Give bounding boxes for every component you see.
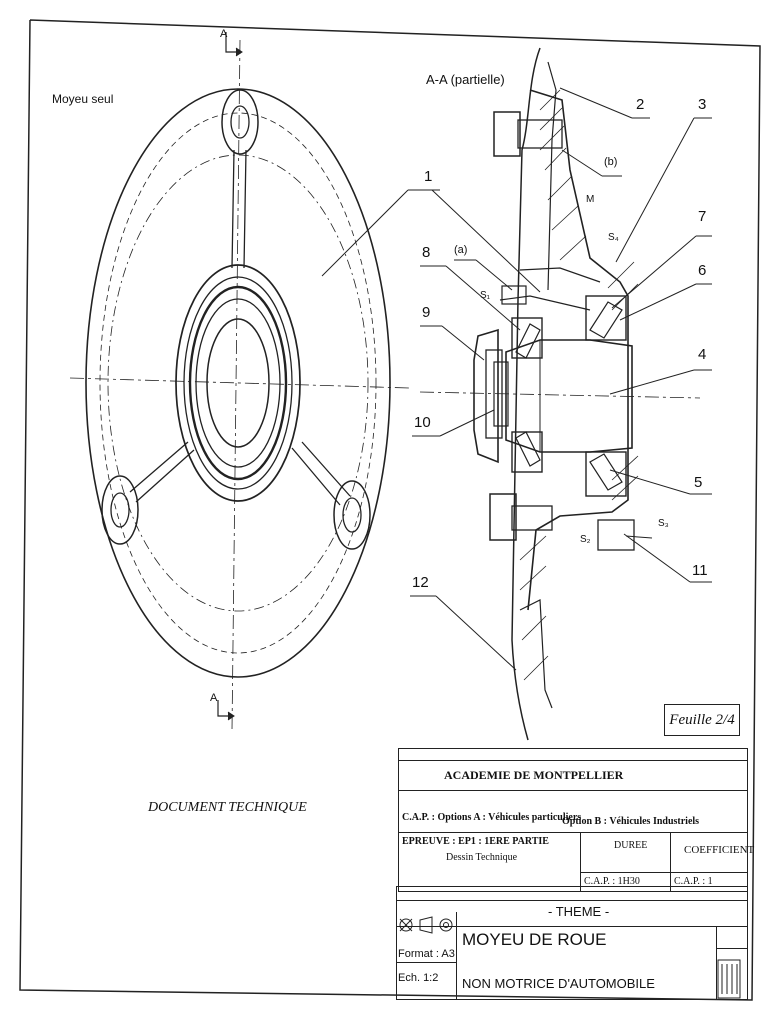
title-block-upper bbox=[398, 748, 748, 892]
view-left-title: Moyeu seul bbox=[52, 92, 114, 106]
callout-12: 12 bbox=[412, 574, 429, 591]
option-b: Option B : Véhicules Industriels bbox=[562, 816, 700, 827]
corner-hatch bbox=[717, 959, 741, 999]
document-label: DOCUMENT TECHNIQUE bbox=[148, 800, 307, 815]
callout-5: 5 bbox=[694, 474, 703, 491]
callout-11: 11 bbox=[692, 562, 708, 579]
theme-label: - THEME - bbox=[548, 904, 610, 919]
title-block-lower bbox=[396, 886, 748, 1000]
hub-front-view bbox=[69, 32, 440, 731]
callout-3: 3 bbox=[698, 96, 707, 113]
annotation-s2: S₂ bbox=[580, 534, 591, 545]
view-right-title: A-A (partielle) bbox=[426, 72, 505, 87]
callout-4: 4 bbox=[698, 346, 707, 363]
annotation-s1: S₁ bbox=[480, 290, 491, 301]
format: Format : A3 bbox=[398, 948, 455, 960]
cap-options: C.A.P. : Options A : Véhicules particuli… bbox=[402, 812, 582, 823]
callout-9: 9 bbox=[422, 304, 431, 321]
callout-7: 7 bbox=[698, 208, 707, 225]
academy: ACADEMIE DE MONTPELLIER bbox=[444, 768, 624, 782]
callout-1: 1 bbox=[424, 168, 433, 185]
callout-10: 10 bbox=[414, 414, 431, 431]
epreuve-sub: Dessin Technique bbox=[446, 852, 518, 863]
annotation-s3: S₃ bbox=[658, 518, 669, 529]
callout-2: 2 bbox=[636, 96, 645, 113]
annotation-a: (a) bbox=[454, 244, 468, 256]
section-mark-top: A bbox=[220, 28, 228, 40]
annotation-b: (b) bbox=[604, 156, 618, 168]
scale: Ech. 1:2 bbox=[398, 972, 439, 984]
sheet-border bbox=[19, 19, 761, 1001]
annotation-m: M bbox=[586, 194, 595, 205]
coef-label: COEFFICIENT bbox=[684, 844, 755, 856]
projection-symbols bbox=[399, 916, 453, 934]
annotation-s4: S₄ bbox=[608, 232, 619, 243]
section-mark-bottom: A bbox=[210, 692, 218, 704]
drawing-title-1: MOYEU DE ROUE bbox=[462, 930, 607, 949]
epreuve: EPREUVE : EP1 : 1ERE PARTIE bbox=[402, 836, 549, 847]
duree-value: C.A.P. : 1H30 bbox=[584, 876, 640, 887]
sheet-number: Feuille 2/4 bbox=[664, 704, 740, 736]
duree-label: DUREE bbox=[614, 840, 648, 851]
drawing-title-2: NON MOTRICE D'AUTOMOBILE bbox=[462, 976, 655, 991]
coef-value: C.A.P. : 1 bbox=[674, 876, 713, 887]
hub-section-view bbox=[410, 47, 712, 741]
callout-8: 8 bbox=[422, 244, 431, 261]
callout-6: 6 bbox=[698, 262, 707, 279]
